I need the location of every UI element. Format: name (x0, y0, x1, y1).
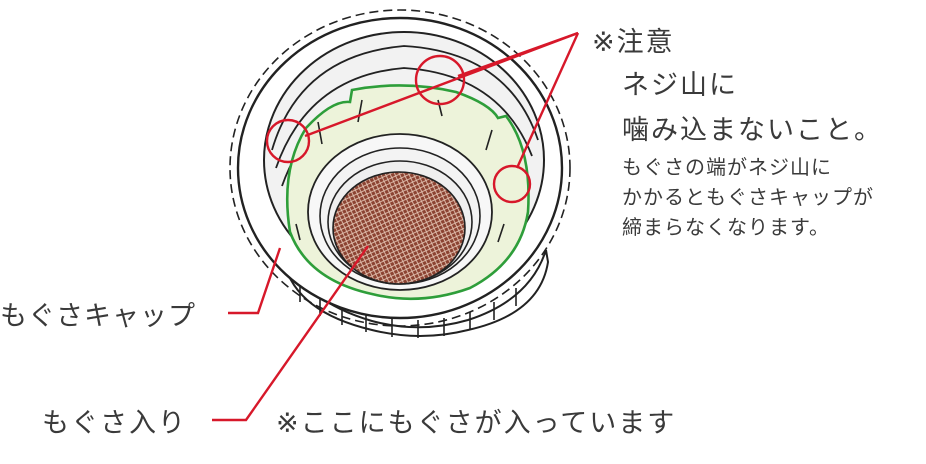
caution-title: ※注意 (592, 20, 675, 59)
caution-line-1: ネジ山に (622, 63, 738, 102)
detail-line-1: もぐさの端がネジ山に (622, 153, 832, 181)
contents-note: ※ここにもぐさが入っています (276, 401, 676, 440)
detail-line-2: かかるともぐさキャップが (622, 183, 874, 211)
cap-label: もぐさキャップ (0, 294, 196, 333)
detail-line-3: 締まらなくなります。 (622, 213, 830, 241)
contents-label: もぐさ入り (42, 401, 187, 440)
caution-line-2: 噛み込まないこと。 (622, 108, 883, 147)
